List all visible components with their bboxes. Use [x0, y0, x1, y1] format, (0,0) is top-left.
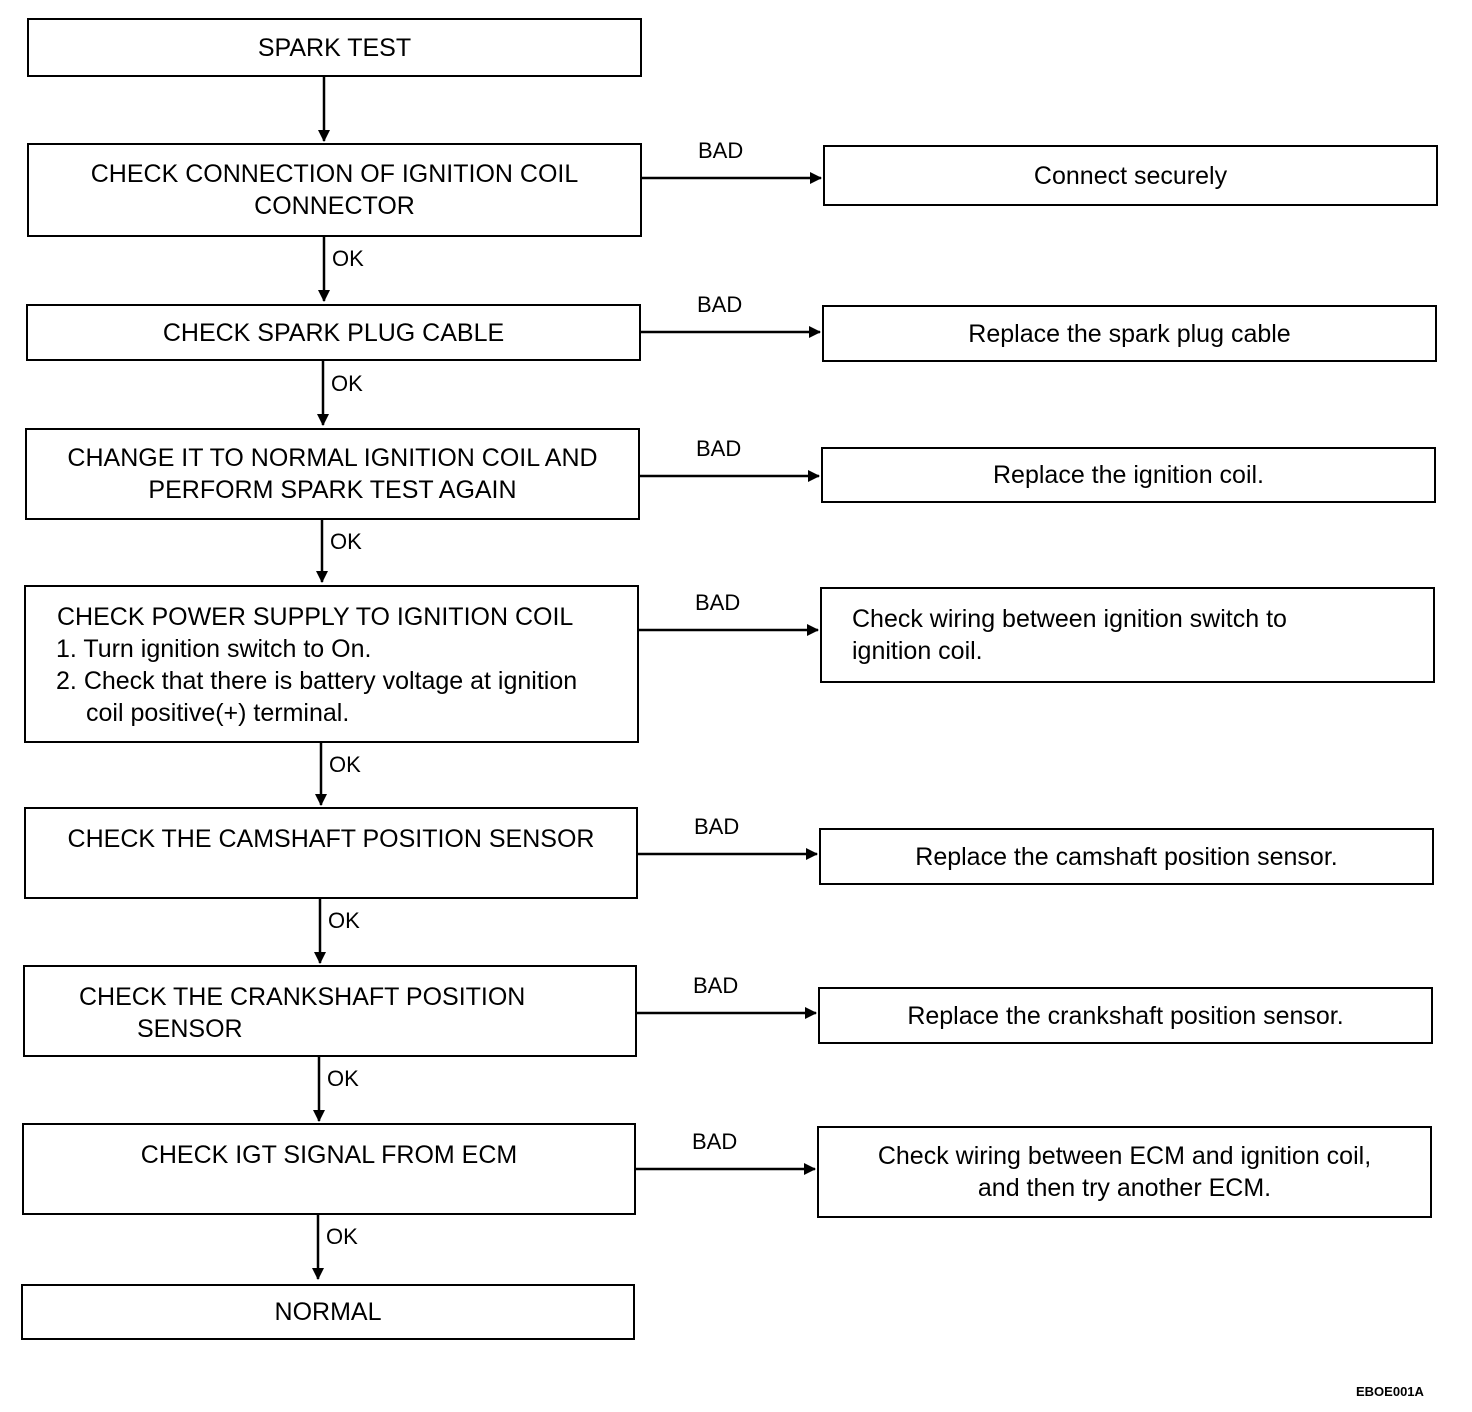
remedy-check-wiring-switch: Check wiring between ignition switch to … [820, 587, 1435, 683]
step-check-crankshaft: CHECK THE CRANKSHAFT POSITION SENSOR [23, 965, 637, 1057]
text-line: Check wiring between ECM and ignition co… [877, 1142, 1372, 1170]
power-supply-item-1: 1. Turn ignition switch to On. [56, 633, 371, 665]
item-number: 1. [56, 635, 77, 663]
step-normal: NORMAL [21, 1284, 635, 1340]
step-check-crankshaft-line2: SENSOR [137, 1015, 243, 1043]
step-check-connection: CHECK CONNECTION OF IGNITION COIL CONNEC… [27, 143, 642, 237]
item-text: Check that there is battery voltage at i… [83, 667, 578, 695]
power-supply-item-2: 2. Check that there is battery voltage a… [56, 665, 577, 697]
step-check-camshaft: CHECK THE CAMSHAFT POSITION SENSOR [24, 807, 638, 899]
step-check-crankshaft-line1: CHECK THE CRANKSHAFT POSITION [79, 983, 526, 1011]
text-line: and then try another ECM. [977, 1174, 1272, 1202]
item-text: Turn ignition switch to On. [83, 635, 372, 663]
step-normal-label: NORMAL [274, 1298, 382, 1326]
step-check-spark-plug-cable-label: CHECK SPARK PLUG CABLE [162, 318, 505, 347]
remedy-replace-camshaft: Replace the camshaft position sensor. [819, 828, 1434, 885]
bad-label: BAD [696, 436, 742, 461]
step-change-ignition-coil-label: CHANGE IT TO NORMAL IGNITION COIL AND PE… [67, 442, 597, 506]
bad-label: BAD [697, 292, 743, 317]
ok-label: OK [330, 529, 362, 554]
power-supply-item-2-continued: coil positive(+) terminal. [86, 699, 350, 727]
bad-label: BAD [695, 590, 741, 615]
ok-label: OK [329, 752, 361, 777]
text-line: Check wiring between ignition switch to [852, 605, 1287, 633]
remedy-replace-crankshaft: Replace the crankshaft position sensor. [818, 987, 1433, 1044]
text-line: PERFORM SPARK TEST AGAIN [148, 476, 517, 504]
remedy-replace-coil: Replace the ignition coil. [821, 447, 1436, 503]
bad-label: BAD [693, 973, 739, 998]
step-check-igt-signal-label: CHECK IGT SIGNAL FROM ECM [140, 1141, 518, 1169]
ok-label: OK [328, 908, 360, 933]
ok-label: OK [327, 1066, 359, 1091]
remedy-check-wiring-switch-label: Check wiring between ignition switch to … [852, 603, 1287, 667]
step-check-connection-label: CHECK CONNECTION OF IGNITION COIL CONNEC… [91, 158, 579, 222]
step-change-ignition-coil: CHANGE IT TO NORMAL IGNITION COIL AND PE… [25, 428, 640, 520]
item-number: 2. [56, 667, 77, 695]
remedy-connect-securely-label: Connect securely [1033, 161, 1228, 190]
remedy-replace-cable-label: Replace the spark plug cable [968, 319, 1291, 348]
step-check-power-supply: CHECK POWER SUPPLY TO IGNITION COIL 1. T… [24, 585, 639, 743]
text-line: CONNECTOR [254, 192, 415, 220]
step-spark-test-label: SPARK TEST [257, 33, 412, 62]
text-line: CHECK CONNECTION OF IGNITION COIL [90, 160, 579, 188]
bad-label: BAD [694, 814, 740, 839]
text-line: CHANGE IT TO NORMAL IGNITION COIL AND [67, 444, 598, 472]
step-check-power-supply-title: CHECK POWER SUPPLY TO IGNITION COIL [57, 603, 574, 631]
text-line: ignition coil. [852, 637, 983, 665]
remedy-check-wiring-ecm: Check wiring between ECM and ignition co… [817, 1126, 1432, 1218]
ok-label: OK [331, 371, 363, 396]
step-check-spark-plug-cable: CHECK SPARK PLUG CABLE [26, 304, 641, 361]
ok-label: OK [326, 1224, 358, 1249]
bad-label: BAD [698, 138, 744, 163]
remedy-replace-camshaft-label: Replace the camshaft position sensor. [915, 842, 1338, 871]
bad-label: BAD [692, 1129, 738, 1154]
remedy-check-wiring-ecm-label: Check wiring between ECM and ignition co… [878, 1140, 1371, 1204]
ok-label: OK [332, 246, 364, 271]
figure-code: EBOE001A [1356, 1384, 1424, 1399]
step-check-camshaft-label: CHECK THE CAMSHAFT POSITION SENSOR [67, 825, 595, 853]
remedy-replace-crankshaft-label: Replace the crankshaft position sensor. [907, 1001, 1344, 1030]
remedy-replace-coil-label: Replace the ignition coil. [993, 461, 1264, 489]
step-check-igt-signal: CHECK IGT SIGNAL FROM ECM [22, 1123, 636, 1215]
remedy-replace-cable: Replace the spark plug cable [822, 305, 1437, 362]
step-spark-test: SPARK TEST [27, 18, 642, 77]
remedy-connect-securely: Connect securely [823, 145, 1438, 206]
